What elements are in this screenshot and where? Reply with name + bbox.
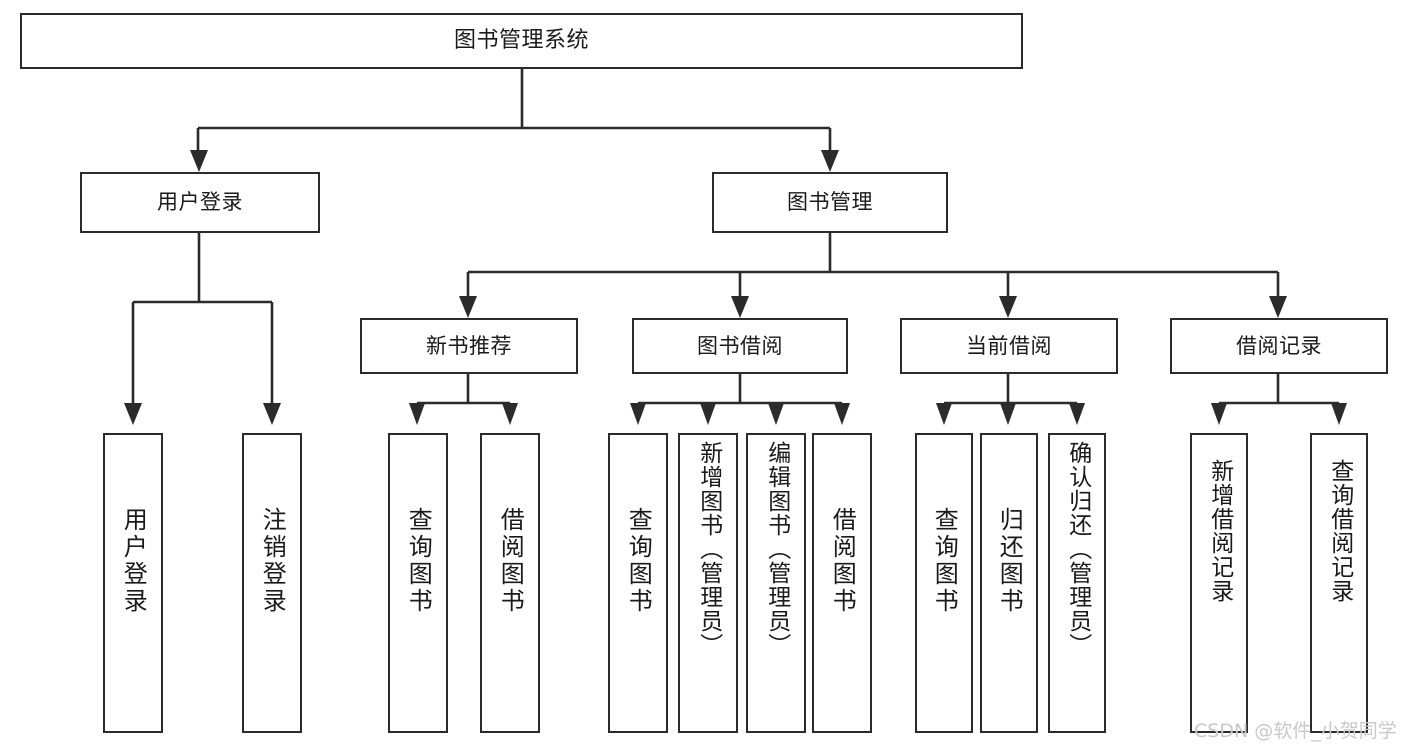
- node-book-borrow[interactable]: 图书借阅: [632, 318, 848, 374]
- arrow-to-leaf-borrow-query-book: [630, 403, 646, 425]
- node-leaf-rec-query-book[interactable]: 查询图书: [388, 433, 448, 733]
- node-leaf-cur-query-book[interactable]: 查询图书: [915, 433, 973, 733]
- node-leaf-user-login-label: 用户登录: [119, 507, 148, 615]
- node-book-borrow-label: 图书借阅: [697, 333, 783, 358]
- arrow-to-leaf-cur-return-book: [1000, 403, 1016, 425]
- node-borrow-record[interactable]: 借阅记录: [1170, 318, 1388, 374]
- node-leaf-user-login[interactable]: 用户登录: [103, 433, 163, 733]
- node-root[interactable]: 图书管理系统: [20, 13, 1023, 69]
- arrow-to-leaf-rec-add-record: [1211, 403, 1227, 425]
- arrow-to-leaf-cur-confirm-return: [1069, 403, 1085, 425]
- node-leaf-rec-add-record-label: 新增借阅记录: [1206, 459, 1233, 603]
- node-leaf-user-logout-label: 注销登录: [258, 507, 287, 615]
- node-leaf-rec-borrow-book-label: 借阅图书: [496, 507, 525, 615]
- node-leaf-cur-query-book-label: 查询图书: [930, 507, 959, 615]
- arrow-to-leaf-rec-borrow-book: [502, 403, 518, 425]
- node-leaf-borrow-query-book-label: 查询图书: [624, 507, 653, 615]
- node-leaf-rec-query-record[interactable]: 查询借阅记录: [1310, 433, 1368, 733]
- arrow-to-book-borrow: [731, 296, 749, 318]
- node-leaf-cur-confirm-return[interactable]: 确认归还（管理员）: [1048, 433, 1106, 733]
- node-book-manage-label: 图书管理: [787, 190, 873, 215]
- node-new-book-recommend[interactable]: 新书推荐: [360, 318, 578, 374]
- arrow-to-book-manage: [821, 150, 839, 172]
- arrow-to-current-borrow: [999, 296, 1017, 318]
- arrow-to-new-book-recommend: [459, 296, 477, 318]
- node-current-borrow[interactable]: 当前借阅: [900, 318, 1118, 374]
- node-leaf-cur-confirm-return-label: 确认归还（管理员）: [1064, 441, 1091, 657]
- node-leaf-borrow-add-book-label: 新增图书（管理员）: [695, 441, 722, 657]
- node-leaf-borrow-query-book[interactable]: 查询图书: [608, 433, 668, 733]
- node-leaf-rec-borrow-book[interactable]: 借阅图书: [480, 433, 540, 733]
- node-new-book-recommend-label: 新书推荐: [426, 333, 512, 358]
- arrow-to-borrow-record: [1269, 296, 1287, 318]
- node-leaf-rec-query-record-label: 查询借阅记录: [1326, 459, 1353, 603]
- arrow-to-leaf-borrow-add-book: [700, 403, 716, 425]
- node-book-manage[interactable]: 图书管理: [712, 172, 948, 233]
- watermark: CSDN @软件_小贺同学: [1194, 720, 1397, 742]
- arrow-to-user-login: [190, 150, 208, 172]
- node-leaf-borrow-add-book[interactable]: 新增图书（管理员）: [678, 433, 738, 733]
- node-leaf-borrow-edit-book[interactable]: 编辑图书（管理员）: [746, 433, 806, 733]
- arrow-to-leaf-borrow-edit-book: [768, 403, 784, 425]
- arrow-to-leaf-user-logout: [263, 403, 281, 425]
- node-leaf-borrow-edit-book-label: 编辑图书（管理员）: [763, 441, 790, 657]
- node-user-login-label: 用户登录: [157, 190, 243, 215]
- node-leaf-cur-return-book[interactable]: 归还图书: [980, 433, 1038, 733]
- node-user-login[interactable]: 用户登录: [80, 172, 320, 233]
- node-leaf-rec-add-record[interactable]: 新增借阅记录: [1190, 433, 1248, 733]
- node-root-label: 图书管理系统: [453, 28, 589, 54]
- arrow-to-leaf-cur-query-book: [936, 403, 952, 425]
- arrow-to-leaf-user-login: [124, 403, 142, 425]
- node-borrow-record-label: 借阅记录: [1236, 333, 1322, 358]
- node-leaf-borrow-lend-book[interactable]: 借阅图书: [812, 433, 872, 733]
- node-leaf-user-logout[interactable]: 注销登录: [242, 433, 302, 733]
- node-leaf-borrow-lend-book-label: 借阅图书: [828, 507, 857, 615]
- node-leaf-cur-return-book-label: 归还图书: [995, 507, 1024, 615]
- arrow-to-leaf-rec-query-record: [1331, 403, 1347, 425]
- arrow-to-leaf-rec-query-book: [409, 403, 425, 425]
- node-current-borrow-label: 当前借阅: [966, 333, 1052, 358]
- arrow-to-leaf-borrow-lend-book: [834, 403, 850, 425]
- node-leaf-rec-query-book-label: 查询图书: [404, 507, 433, 615]
